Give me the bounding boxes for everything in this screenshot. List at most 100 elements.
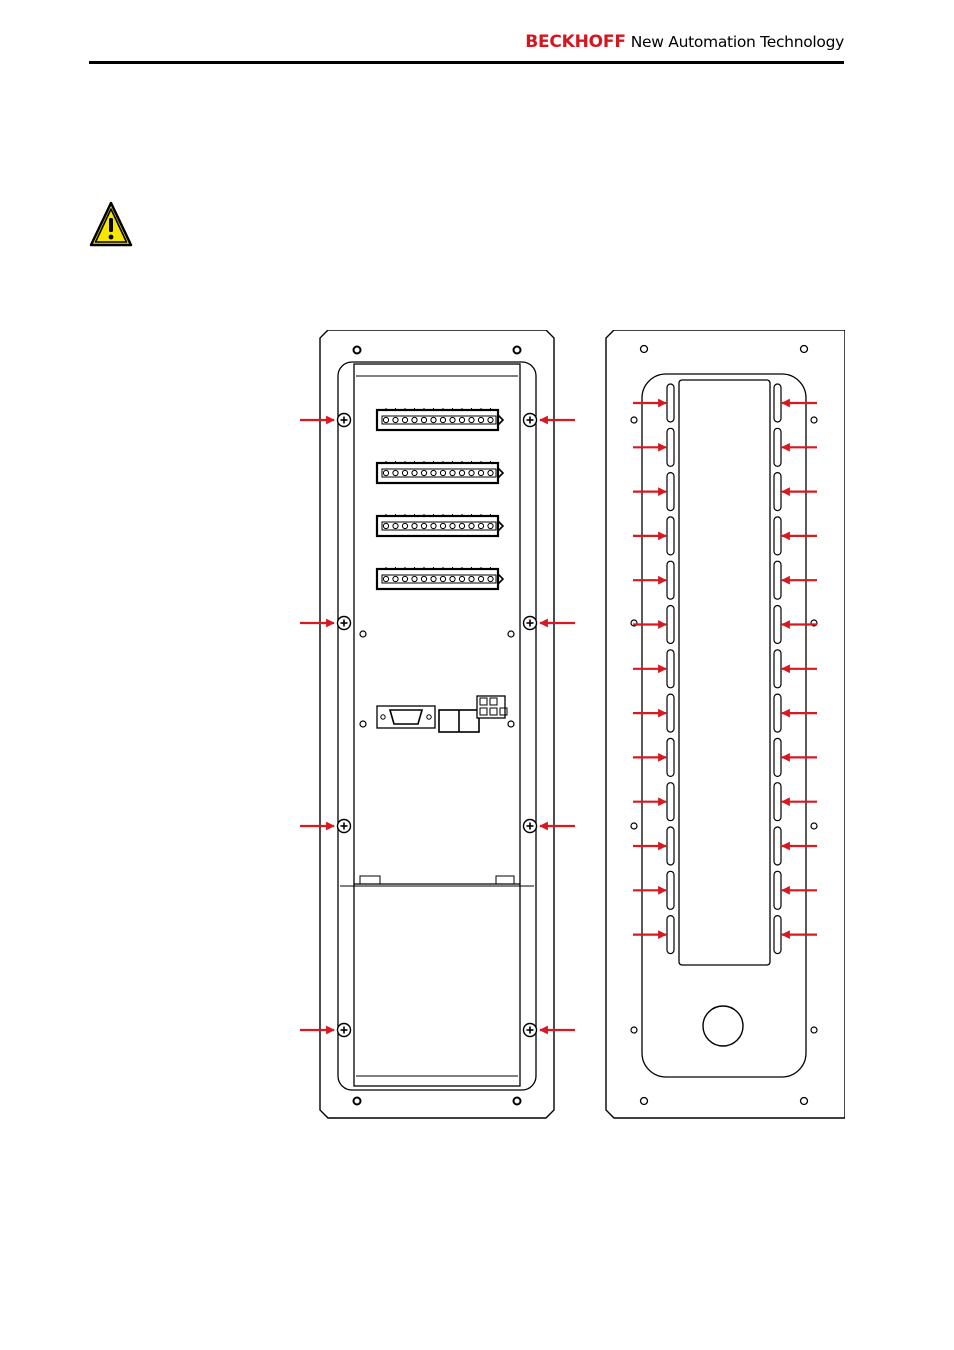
mounting-hole bbox=[630, 1026, 638, 1034]
terminal-pin bbox=[487, 575, 494, 583]
terminal-block bbox=[375, 567, 505, 591]
vent-slot-right bbox=[773, 737, 782, 777]
terminal-pin bbox=[468, 522, 475, 530]
terminal-pin bbox=[411, 416, 418, 424]
vent-slot-left bbox=[666, 737, 675, 777]
terminal-pin bbox=[392, 575, 399, 583]
mounting-hole bbox=[810, 822, 818, 830]
terminal-block bbox=[375, 514, 505, 538]
terminal-block-body bbox=[375, 461, 500, 485]
vent-slot-left bbox=[666, 870, 675, 910]
outer-frame bbox=[319, 329, 555, 1119]
terminal-pin bbox=[487, 416, 494, 424]
mounting-hole bbox=[799, 1096, 809, 1106]
port-cell bbox=[479, 707, 488, 716]
terminal-strip bbox=[381, 415, 497, 425]
terminal-latch bbox=[497, 520, 505, 532]
terminal-pin bbox=[420, 416, 428, 424]
mounting-hole bbox=[512, 1096, 522, 1106]
mounting-hole bbox=[639, 344, 649, 354]
ethernet-ports bbox=[438, 695, 508, 733]
terminal-pin bbox=[401, 416, 409, 424]
vent-slot-right bbox=[773, 826, 782, 866]
terminal-pin bbox=[430, 469, 437, 477]
terminal-strip bbox=[381, 468, 497, 478]
terminal-block-body bbox=[375, 408, 500, 432]
display-window bbox=[678, 379, 771, 966]
mounting-hole bbox=[352, 345, 362, 355]
vent-slot-right bbox=[773, 782, 782, 822]
vent-slot-right bbox=[773, 649, 782, 689]
cutout-outline bbox=[641, 373, 807, 1078]
terminal-pin bbox=[420, 469, 428, 477]
dsub-port bbox=[388, 709, 424, 725]
port-cell bbox=[479, 697, 488, 706]
vent-slot-left bbox=[666, 427, 675, 467]
terminal-pin bbox=[411, 575, 418, 583]
usb-block bbox=[476, 695, 506, 719]
port-cell bbox=[489, 707, 498, 716]
terminal-pin bbox=[411, 469, 418, 477]
rear-view-mounting-panel bbox=[300, 329, 575, 1119]
housing-body bbox=[353, 363, 521, 1087]
installation-figure bbox=[300, 329, 846, 1120]
terminal-pin bbox=[477, 575, 485, 583]
terminal-strip bbox=[381, 574, 497, 584]
mounting-hole bbox=[512, 345, 522, 355]
inner-frame bbox=[337, 361, 537, 1091]
terminal-latch bbox=[497, 573, 505, 585]
dsub-screw bbox=[380, 714, 386, 720]
vent-slot-left bbox=[666, 383, 675, 423]
vent-slot-right bbox=[773, 516, 782, 556]
terminal-pin bbox=[439, 469, 447, 477]
mounting-hole bbox=[810, 1026, 818, 1034]
vent-slot-left bbox=[666, 472, 675, 512]
terminal-pin bbox=[392, 522, 399, 530]
round-cutout bbox=[702, 1005, 744, 1047]
port-cell bbox=[499, 707, 508, 716]
terminal-pin bbox=[477, 416, 485, 424]
terminal-pin bbox=[449, 416, 456, 424]
mounting-hole bbox=[352, 1096, 362, 1106]
mounting-hole bbox=[507, 720, 515, 728]
vent-slot-right bbox=[773, 870, 782, 910]
terminal-pin bbox=[487, 522, 494, 530]
terminal-pin bbox=[477, 469, 485, 477]
terminal-pin bbox=[439, 416, 447, 424]
terminal-pin bbox=[430, 416, 437, 424]
terminal-pin bbox=[392, 469, 399, 477]
terminal-pin bbox=[411, 522, 418, 530]
brand-tagline: New Automation Technology bbox=[630, 33, 845, 51]
vent-slot-right bbox=[773, 914, 782, 955]
terminal-pin bbox=[449, 522, 456, 530]
header-rule bbox=[89, 61, 844, 64]
mounting-hole bbox=[359, 720, 367, 728]
terminal-pin bbox=[382, 469, 390, 477]
terminal-block bbox=[375, 461, 505, 485]
vent-slot-left bbox=[666, 693, 675, 733]
mounting-hole bbox=[630, 416, 638, 424]
terminal-block bbox=[375, 408, 505, 432]
vent-slot-right bbox=[773, 560, 782, 600]
terminal-pin bbox=[382, 522, 390, 530]
installation-drawing bbox=[300, 329, 846, 1119]
terminal-pin bbox=[449, 575, 456, 583]
warning-triangle-icon bbox=[89, 200, 133, 248]
terminal-pin bbox=[420, 522, 428, 530]
terminal-latch bbox=[497, 467, 505, 479]
dsub-connector bbox=[376, 705, 436, 729]
terminal-pin bbox=[382, 575, 390, 583]
port-cell bbox=[489, 697, 498, 706]
terminal-latch bbox=[497, 414, 505, 426]
vent-slot-left bbox=[666, 649, 675, 689]
terminal-pin bbox=[430, 575, 437, 583]
terminal-block-body bbox=[375, 514, 500, 538]
terminal-pin bbox=[392, 416, 399, 424]
terminal-pin bbox=[420, 575, 428, 583]
dsub-screw bbox=[426, 714, 432, 720]
terminal-pin bbox=[458, 522, 466, 530]
mounting-hole bbox=[639, 1096, 649, 1106]
brand-name: BECKHOFF bbox=[525, 32, 626, 52]
